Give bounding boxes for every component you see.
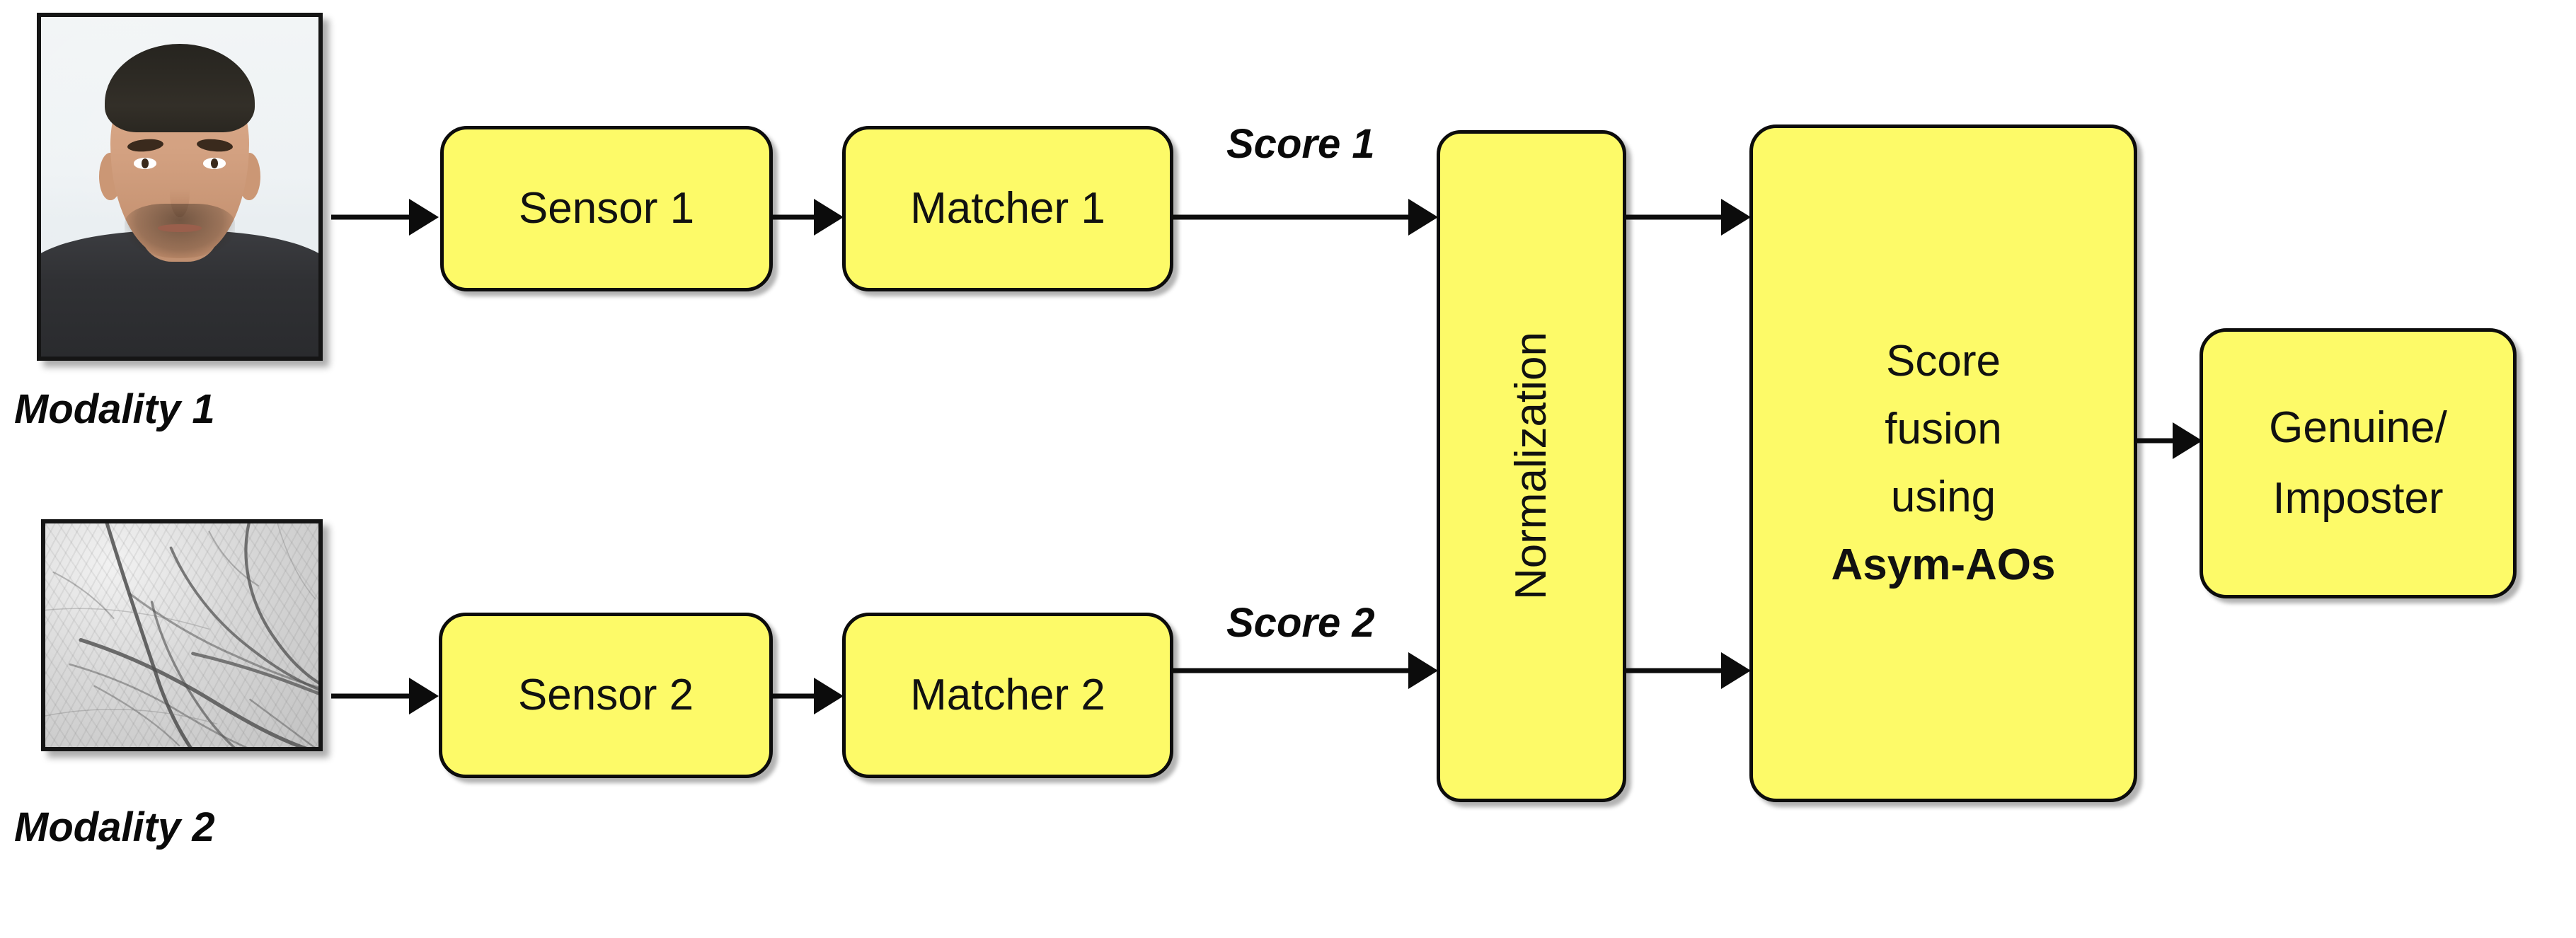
decision-line-2: Imposter xyxy=(2272,474,2444,523)
normalization-label: Normalization xyxy=(1507,332,1556,601)
arrow-modality2-to-sensor2 xyxy=(331,678,439,714)
arrow-fusion-to-decision xyxy=(2137,422,2202,459)
sensor-1-box[interactable]: Sensor 1 xyxy=(440,126,773,291)
sensor-2-label: Sensor 2 xyxy=(517,671,694,720)
modality-1-sample-image xyxy=(37,13,323,361)
decision-line-1: Genuine/ xyxy=(2269,403,2447,452)
arrow-normalization-to-fusion-bottom xyxy=(1626,652,1751,689)
score-2-label: Score 2 xyxy=(1226,600,1375,646)
decision-box[interactable]: Genuine/ Imposter xyxy=(2200,328,2517,598)
palmprint-image xyxy=(45,523,318,747)
matcher-2-label: Matcher 2 xyxy=(910,671,1105,720)
arrow-normalization-to-fusion-top xyxy=(1626,199,1751,236)
fusion-line-2: fusion xyxy=(1885,404,2002,453)
arrow-sensor1-to-matcher1 xyxy=(773,199,844,236)
fusion-method-name: Asym-AOs xyxy=(1831,540,2056,590)
arrow-sensor2-to-matcher2 xyxy=(773,678,844,714)
fusion-line-1: Score xyxy=(1886,336,2001,386)
arrow-modality1-to-sensor1 xyxy=(331,199,439,236)
arrow-matcher2-to-normalization xyxy=(1173,652,1438,689)
score-1-label: Score 1 xyxy=(1226,121,1375,167)
normalization-box[interactable]: Normalization xyxy=(1437,130,1626,802)
fusion-line-3: using xyxy=(1890,473,1996,521)
modality-2-sample-image xyxy=(41,519,323,751)
sensor-2-box[interactable]: Sensor 2 xyxy=(439,613,773,778)
sensor-1-label: Sensor 1 xyxy=(518,184,695,233)
score-fusion-box[interactable]: Score fusion using Asym-AOs xyxy=(1749,125,2137,802)
modality-2-label: Modality 2 xyxy=(14,804,215,850)
modality-1-label: Modality 1 xyxy=(14,386,215,432)
arrow-matcher1-to-normalization xyxy=(1173,199,1438,236)
matcher-1-label: Matcher 1 xyxy=(910,184,1105,233)
matcher-2-box[interactable]: Matcher 2 xyxy=(842,613,1173,778)
face-photo xyxy=(41,17,318,357)
matcher-1-box[interactable]: Matcher 1 xyxy=(842,126,1173,291)
